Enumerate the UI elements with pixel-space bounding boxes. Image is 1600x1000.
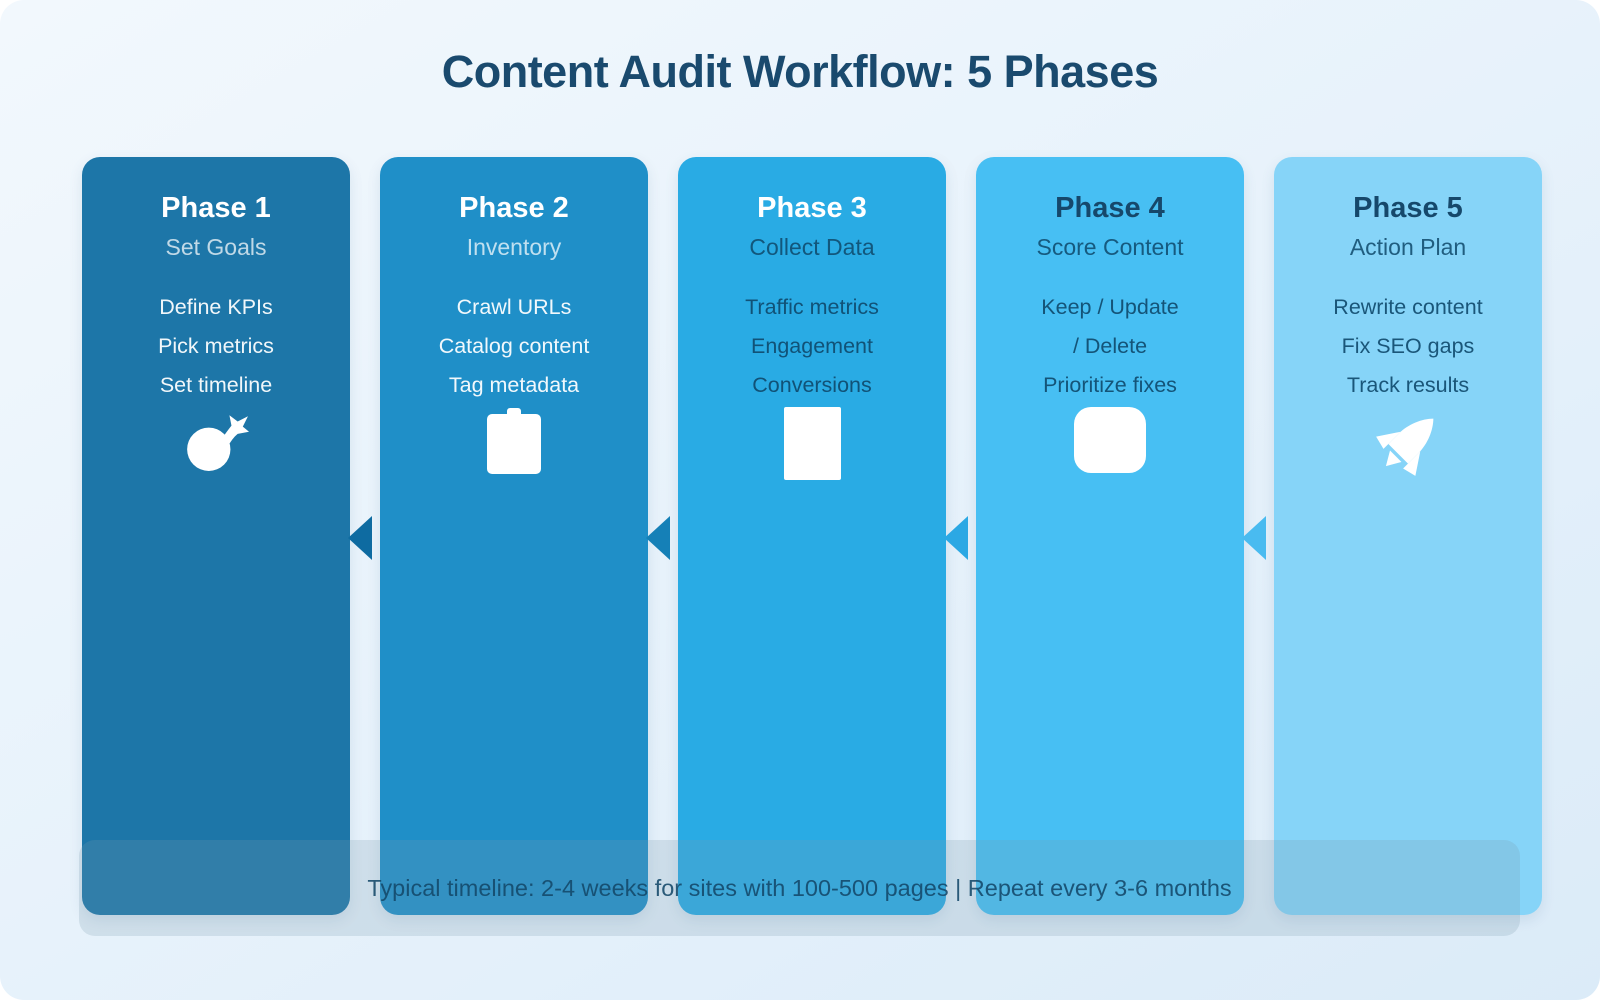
phase-1-title: Phase 1: [161, 192, 271, 224]
phase-cards-row: Phase 1 Set Goals Define KPIs Pick metri…: [82, 157, 1542, 915]
timeline-text: Typical timeline: 2-4 weeks for sites wi…: [367, 874, 1232, 901]
phase-item: Traffic metrics: [745, 295, 879, 319]
phase-2-title: Phase 2: [459, 192, 569, 224]
phase-item: Set timeline: [159, 373, 273, 397]
phase-item: Fix SEO gaps: [1341, 334, 1475, 358]
phase-item: / Delete: [1072, 334, 1148, 358]
phase-5-title: Phase 5: [1353, 192, 1463, 224]
flow-arrow-icon: [1242, 516, 1266, 560]
phase-item: Tag metadata: [448, 373, 580, 397]
phase-4-subtitle: Score Content: [1036, 234, 1184, 260]
phase-4-title: Phase 4: [1055, 192, 1165, 224]
flow-arrow-icon: [646, 516, 670, 560]
phase-card-3: Phase 3 Collect Data Traffic metrics Eng…: [678, 157, 946, 915]
phase-2-subtitle: Inventory: [466, 234, 562, 260]
check-square-icon: [976, 407, 1244, 483]
phase-card-2: Phase 2 Inventory Crawl URLs Catalog con…: [380, 157, 648, 915]
phase-item: Prioritize fixes: [1043, 373, 1177, 397]
phase-3-item-list: Traffic metrics Engagement Conversions: [678, 288, 946, 405]
phase-item: Define KPIs: [159, 295, 273, 319]
bar-chart-icon: [678, 407, 946, 483]
phase-item: Conversions: [752, 373, 872, 397]
phase-2-item-list: Crawl URLs Catalog content Tag metadata: [380, 288, 648, 405]
page-title: Content Audit Workflow: 5 Phases: [441, 46, 1159, 97]
target-dart-icon: [82, 407, 350, 483]
clipboard-icon: [380, 407, 648, 483]
phase-item: Engagement: [751, 334, 873, 358]
phase-1-subtitle: Set Goals: [165, 234, 267, 260]
phase-card-5: Phase 5 Action Plan Rewrite content Fix …: [1274, 157, 1542, 915]
phase-item: Keep / Update: [1041, 295, 1179, 319]
flow-arrow-icon: [348, 516, 372, 560]
phase-4-item-list: Keep / Update / Delete Prioritize fixes: [976, 288, 1244, 405]
phase-3-title: Phase 3: [757, 192, 867, 224]
phase-1-item-list: Define KPIs Pick metrics Set timeline: [82, 288, 350, 405]
phase-5-subtitle: Action Plan: [1349, 234, 1467, 260]
flow-arrow-icon: [944, 516, 968, 560]
phase-item: Catalog content: [438, 334, 590, 358]
phase-item: Track results: [1346, 373, 1470, 397]
phase-card-4: Phase 4 Score Content Keep / Update / De…: [976, 157, 1244, 915]
phase-item: Crawl URLs: [456, 295, 572, 319]
phase-card-1: Phase 1 Set Goals Define KPIs Pick metri…: [82, 157, 350, 915]
rocket-icon: [1274, 407, 1542, 483]
phase-3-subtitle: Collect Data: [749, 234, 875, 260]
phase-item: Pick metrics: [158, 334, 274, 358]
phase-5-item-list: Rewrite content Fix SEO gaps Track resul…: [1274, 288, 1542, 405]
phase-item: Rewrite content: [1333, 295, 1483, 319]
timeline-band: [79, 840, 1520, 936]
